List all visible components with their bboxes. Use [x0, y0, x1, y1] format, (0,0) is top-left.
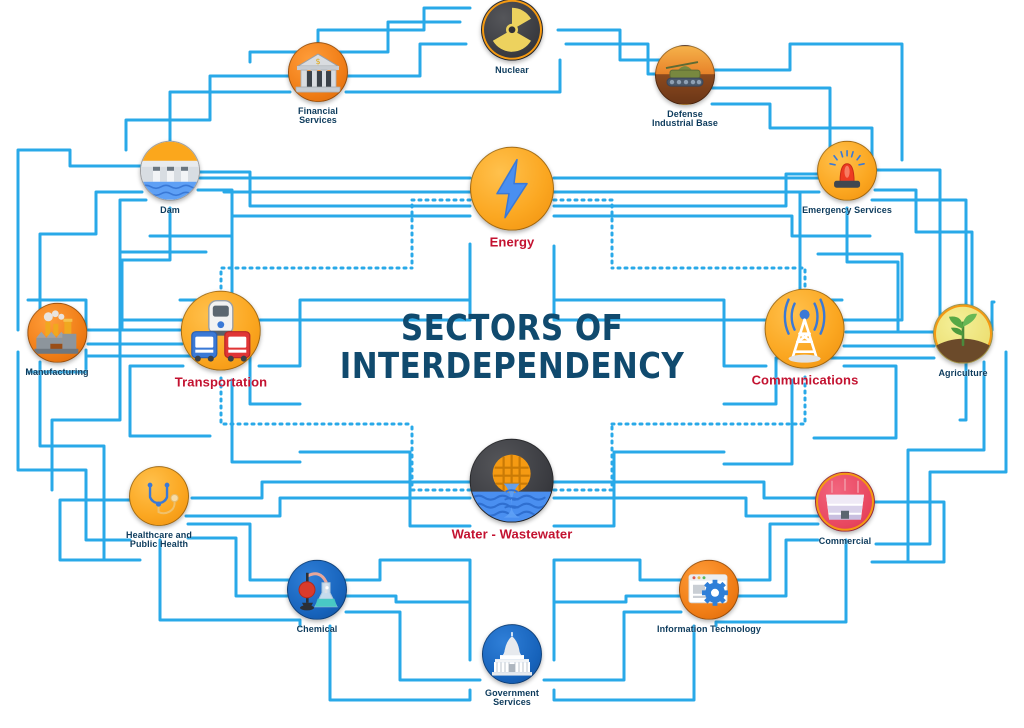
shopping-mall-icon	[815, 471, 875, 532]
train-bus-icon	[181, 290, 261, 371]
node-label-emergency-services: Emergency Services	[802, 204, 892, 215]
browser-gear-icon	[679, 559, 739, 620]
node-label-financial-services: Financial Services	[298, 106, 338, 126]
capitol-icon	[482, 624, 542, 685]
node-label-nuclear: Nuclear	[495, 64, 529, 75]
node-chemical[interactable]: Chemical	[287, 559, 347, 634]
node-agriculture[interactable]: Agriculture	[933, 303, 993, 378]
title-line-2: INTERDEPENDENCY	[339, 346, 685, 387]
node-commercial[interactable]: Commercial	[815, 471, 875, 546]
svg-text:$: $	[315, 57, 320, 66]
node-label-defense-industrial-base: Defense Industrial Base	[651, 109, 719, 129]
node-label-energy: Energy	[489, 234, 535, 250]
node-label-agriculture: Agriculture	[938, 367, 988, 378]
node-communications[interactable]: Communications	[751, 288, 859, 388]
lightning-bolt-icon	[470, 146, 554, 231]
factory-icon	[27, 302, 87, 363]
node-financial-services[interactable]: $ Financial Services	[288, 42, 348, 126]
node-transportation[interactable]: Transportation	[174, 290, 268, 390]
node-label-communications: Communications	[751, 372, 859, 388]
node-label-water: Water - Wastewater	[451, 526, 573, 542]
title-line-1: SECTORS OF	[400, 307, 624, 349]
node-dam[interactable]: Dam	[140, 140, 200, 215]
lab-flask-icon	[287, 559, 347, 620]
bank-building-icon: $	[288, 42, 348, 103]
radio-tower-icon	[764, 288, 845, 369]
tank-icon	[655, 45, 715, 106]
node-nuclear[interactable]: Nuclear	[481, 0, 543, 75]
node-emergency-services[interactable]: Emergency Services	[802, 140, 892, 215]
node-label-government-services: Government Services	[484, 688, 539, 708]
node-manufacturing[interactable]: Manufacturing	[25, 302, 89, 377]
node-government-services[interactable]: Government Services	[482, 624, 542, 708]
radiation-icon	[481, 0, 543, 61]
dam-icon	[140, 140, 200, 201]
node-label-manufacturing: Manufacturing	[25, 366, 89, 377]
sprout-icon	[933, 303, 993, 364]
node-label-healthcare: Healthcare and Public Health	[126, 530, 192, 550]
node-label-dam: Dam	[160, 204, 180, 215]
node-label-transportation: Transportation	[174, 374, 268, 390]
node-label-chemical: Chemical	[296, 623, 338, 634]
dam-outflow-icon	[469, 438, 554, 523]
node-information-technology[interactable]: Information Technology	[656, 559, 762, 634]
node-water[interactable]: Water - Wastewater	[451, 438, 573, 542]
siren-icon	[816, 140, 877, 201]
node-healthcare[interactable]: Healthcare and Public Health	[126, 466, 192, 550]
stethoscope-smiley-icon	[129, 466, 189, 527]
node-defense-industrial-base[interactable]: Defense Industrial Base	[652, 45, 718, 129]
page-title: SECTORS OF INTERDEPENDENCY	[312, 307, 713, 387]
node-energy[interactable]: Energy	[470, 146, 554, 250]
node-label-information-technology: Information Technology	[656, 623, 762, 634]
node-label-commercial: Commercial	[818, 535, 872, 546]
